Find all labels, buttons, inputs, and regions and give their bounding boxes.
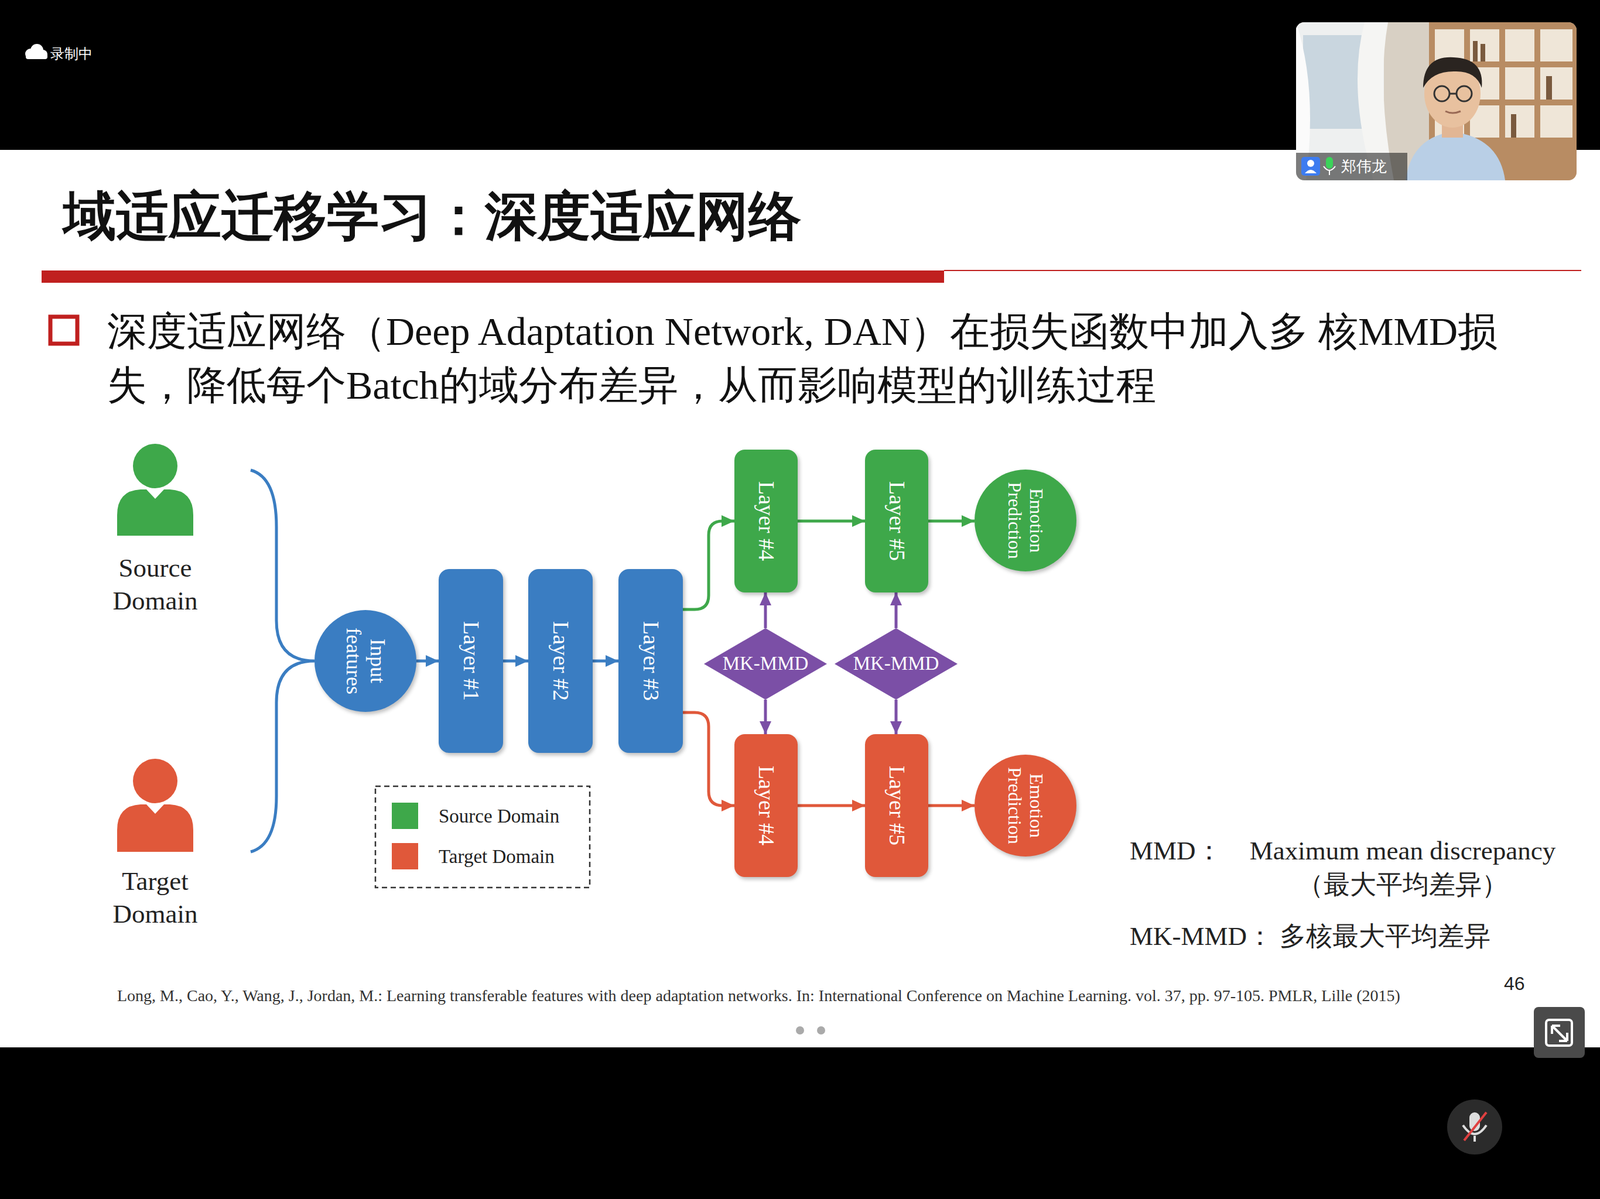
- bullet-text: 深度适应网络（Deep Adaptation Network, DAN）在损失函…: [107, 304, 1572, 413]
- note-definition: Maximum mean discrepancy （最大平均差异）: [1232, 833, 1573, 902]
- layer-box: Layer #4: [734, 734, 798, 878]
- legend-swatch: [391, 843, 419, 870]
- layer-box: Layer #3: [618, 569, 683, 754]
- layer-box: Layer #5: [865, 734, 929, 878]
- node-label: Layer #1: [457, 585, 484, 738]
- mic-button: [1447, 1099, 1503, 1155]
- node-label: MK-MMD: [852, 653, 940, 676]
- layer-box: Layer #5: [865, 449, 929, 593]
- pager-dot: [795, 1026, 805, 1035]
- layer-box: Layer #2: [528, 569, 593, 754]
- note-definition: MK-MMD： 多核最大平均差异: [1129, 919, 1491, 954]
- process-circle: Input features: [314, 610, 417, 713]
- slide-background: [0, 149, 1600, 1048]
- cloud-icon: [25, 43, 48, 60]
- connector-arrow: [894, 699, 898, 735]
- target-person-icon: [117, 759, 194, 853]
- connector-arrow: [894, 592, 898, 629]
- loss-diamond: MK-MMD: [703, 628, 827, 700]
- node-label: Layer #4: [753, 462, 779, 580]
- node-label: Layer #3: [637, 585, 664, 738]
- node-label: Emotion Prediction: [1003, 479, 1048, 562]
- node-label: Layer #5: [883, 462, 910, 580]
- domain-label: Target Domain: [81, 865, 229, 931]
- connector-arrow: [682, 521, 735, 610]
- layer-box: Layer #1: [438, 569, 504, 754]
- source-person-icon: [117, 443, 194, 536]
- reference-citation: Long, M., Cao, Y., Wang, J., Jordan, M.:…: [117, 985, 1429, 1008]
- process-circle: Emotion Prediction: [974, 754, 1077, 857]
- connector-arrow: [797, 520, 866, 523]
- page-number: 46: [1503, 973, 1526, 996]
- loss-diamond: MK-MMD: [834, 628, 958, 700]
- domain-brace: [250, 470, 315, 853]
- participant-name: 郑伟龙: [1341, 156, 1387, 177]
- node-label: Layer #5: [883, 747, 910, 865]
- title-rule: [944, 269, 1582, 272]
- connector-arrow: [764, 699, 768, 735]
- node-label: Emotion Prediction: [1003, 764, 1048, 847]
- recording-status: 录制中: [50, 44, 93, 64]
- connector-arrow: [503, 660, 529, 663]
- expand-button: [1533, 1007, 1585, 1059]
- connector-arrow: [592, 660, 619, 663]
- connector-arrow: [928, 804, 975, 808]
- connector-arrow: [928, 520, 975, 523]
- legend-text: Source Domain: [438, 803, 560, 830]
- layer-box: Layer #4: [734, 449, 798, 593]
- process-circle: Emotion Prediction: [974, 469, 1077, 572]
- legend-box: [375, 786, 590, 888]
- title-underline: [41, 270, 945, 283]
- bullet-square: [50, 316, 78, 344]
- node-label: MK-MMD: [721, 653, 810, 676]
- legend-text: Target Domain: [438, 843, 555, 870]
- slide-title: 域适应迁移学习：深度适应网络: [63, 182, 802, 250]
- connector-arrow: [416, 660, 439, 663]
- connector-arrow: [764, 592, 768, 629]
- connector-arrow: [682, 712, 735, 806]
- node-label: Layer #2: [547, 585, 574, 738]
- node-label: Input features: [341, 617, 391, 706]
- node-label: Layer #4: [753, 747, 779, 865]
- legend-swatch: [391, 802, 419, 830]
- webcam-view: [1296, 22, 1577, 181]
- pager-dot: [816, 1026, 826, 1035]
- domain-label: Source Domain: [81, 551, 229, 618]
- note-term: MMD：: [1129, 833, 1223, 868]
- connector-arrow: [797, 804, 866, 808]
